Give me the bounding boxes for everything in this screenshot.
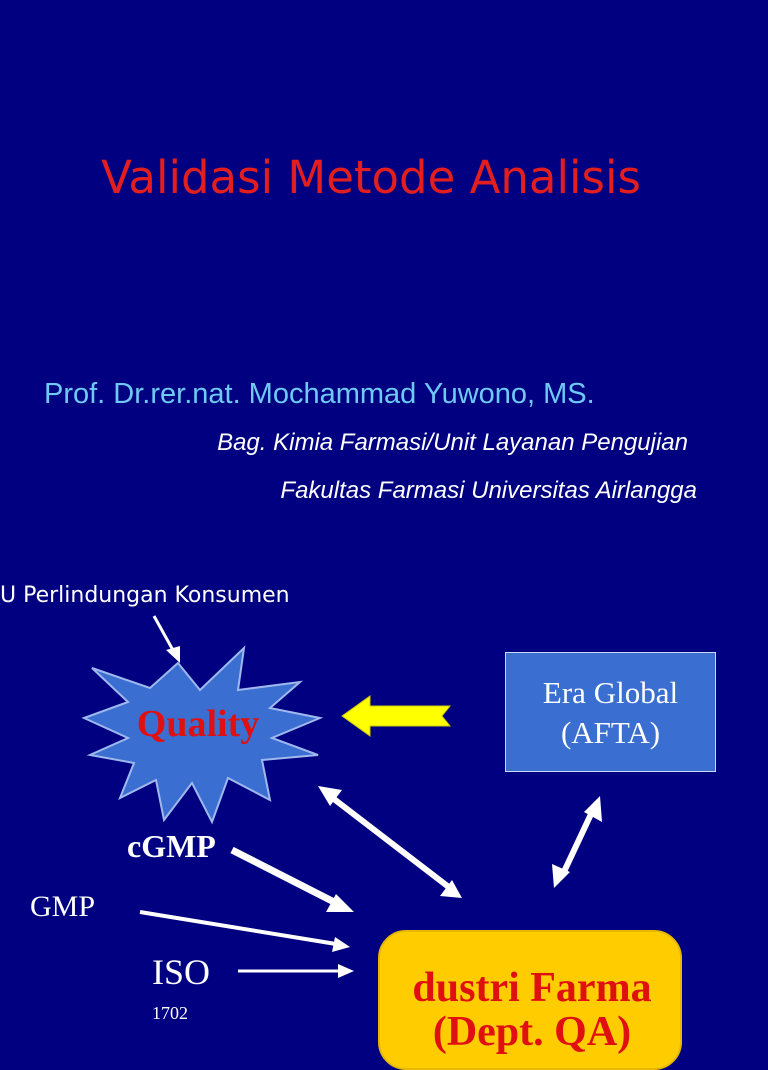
cgmp-arrow <box>230 846 354 912</box>
quality-diagram <box>81 615 602 978</box>
gmp-label: GMP <box>30 890 96 923</box>
yellow-arrow <box>341 695 452 737</box>
affiliation-department: Bag. Kimia Farmasi/Unit Layanan Pengujia… <box>217 429 688 456</box>
industry-line-2: (Dept. QA) <box>432 1009 632 1055</box>
star-industry-double-arrow <box>318 786 462 898</box>
consumer-law-arrow <box>152 615 176 653</box>
era-global-box: Era Global (AFTA) <box>505 652 716 772</box>
iso-label: ISO <box>152 952 211 992</box>
industry-line-1: dustri Farma <box>412 965 652 1011</box>
consumer-law-arrowhead <box>166 646 180 663</box>
era-global-line-1: Era Global <box>542 675 679 710</box>
era-industry-double-arrow <box>552 796 602 888</box>
iso-arrow <box>238 964 354 978</box>
consumer-law-label: U Perlindungan Konsumen <box>0 583 290 608</box>
cgmp-label: cGMP <box>127 828 216 864</box>
gmp-arrow <box>139 910 350 952</box>
quality-label: Quality <box>136 703 260 745</box>
slide-title: Validasi Metode Analisis <box>101 151 641 204</box>
iso-number-label: 1702 <box>152 1003 188 1023</box>
affiliation-faculty: Fakultas Farmasi Universitas Airlangga <box>280 477 697 504</box>
era-global-line-2: (AFTA) <box>560 715 661 750</box>
industry-box: dustri Farma (Dept. QA) <box>378 930 682 1070</box>
quality-starburst <box>81 645 324 825</box>
author-name: Prof. Dr.rer.nat. Mochammad Yuwono, MS. <box>44 378 595 410</box>
